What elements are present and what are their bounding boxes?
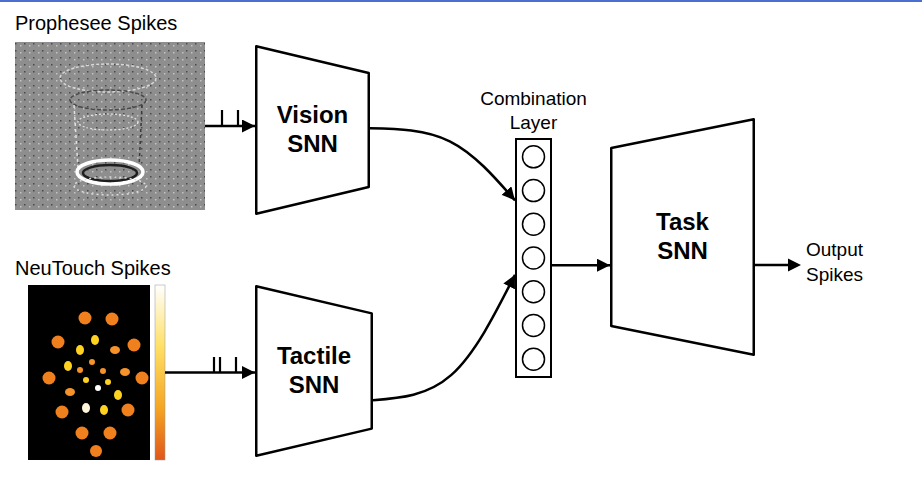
top-rule [0, 0, 922, 2]
spike-symbol [214, 110, 238, 373]
taxel-dot [136, 372, 149, 385]
text-center: Tactile SNN [255, 285, 373, 457]
taxel-dot [100, 405, 108, 415]
taxel-dot [90, 445, 102, 457]
taxel-dot [128, 339, 141, 352]
taxel-dot [83, 377, 89, 383]
spike-tick [237, 110, 239, 126]
encoder-trapezoid: Vision SNN [255, 45, 370, 215]
event-edge [74, 105, 78, 168]
taxel-dot [100, 368, 106, 374]
colorbar [155, 285, 165, 460]
event-image [15, 42, 205, 210]
neuron-circle [523, 314, 545, 336]
taxel-dot [89, 359, 95, 365]
event-edge [74, 177, 146, 195]
spike-tick [213, 357, 215, 373]
heading-label: Prophesee Spikes [15, 10, 177, 36]
taxel-dot [105, 379, 111, 385]
output-arrowhead [788, 259, 801, 272]
taxel-dot [56, 406, 69, 419]
event-edge [77, 160, 143, 184]
connector-arrow [205, 125, 255, 128]
taxel-dot [64, 361, 72, 371]
taxel-dot [76, 345, 84, 355]
taxel-dot [122, 404, 135, 417]
tactile-background [28, 285, 150, 460]
encoder-trapezoid: Tactile SNN [255, 285, 373, 457]
neuron-circle [523, 247, 545, 269]
block-label: Task SNN [656, 208, 709, 266]
event-edge [78, 114, 138, 130]
text-center: Task SNN [610, 118, 755, 356]
taxel-dot [95, 385, 101, 391]
text-center: Vision SNN [255, 45, 370, 215]
taxel-dot [104, 427, 117, 440]
taxel-dot [82, 403, 90, 413]
event-background [15, 42, 205, 210]
connector-arrow [373, 275, 515, 400]
taxel-dot [114, 390, 122, 400]
taxel-dot [77, 367, 83, 373]
neuron-circle [523, 146, 545, 168]
neuron-circle [523, 213, 545, 235]
taxel-dot [91, 335, 99, 345]
connector-arrow [552, 264, 610, 267]
output-label: Output Spikes [806, 238, 863, 287]
connector-arrow [165, 371, 255, 374]
connector-arrow [370, 128, 515, 200]
taxel-dot [76, 427, 89, 440]
event-edge [60, 64, 156, 92]
heading-holder: NeuTouch Spikes [15, 255, 171, 281]
spike-tick [219, 357, 221, 373]
taxel-dot [120, 368, 130, 376]
taxel-dot [52, 336, 65, 349]
trapezoid-shape [611, 119, 754, 355]
neuron-circle [523, 348, 545, 370]
event-image-frame: Prophesee Spikes [15, 42, 205, 210]
trapezoid-shape [256, 286, 372, 456]
block-label: Vision SNN [277, 101, 349, 159]
neuron-circle [523, 180, 545, 202]
taxel-dot [110, 346, 120, 354]
tactile-image [28, 285, 165, 460]
heading-label: NeuTouch Spikes [15, 255, 171, 281]
taxel-dot [43, 372, 56, 385]
taxel-dot [106, 313, 119, 326]
output-arrow [755, 264, 790, 267]
task-trapezoid: Task SNN [610, 118, 755, 356]
taxel-dot [79, 312, 92, 325]
heading-holder: Prophesee Spikes [15, 10, 177, 36]
neuron-circle [523, 281, 545, 303]
taxel-dot [65, 388, 75, 396]
combination-layer: Combination Layer [515, 138, 552, 378]
event-edge [139, 105, 142, 168]
block-label: Tactile SNN [277, 342, 351, 400]
tactile-image-frame: NeuTouch Spikes [28, 285, 165, 460]
label-holder: Output Spikes [806, 238, 863, 287]
spike-tick [235, 357, 237, 373]
heading-label: Combination Layer [480, 87, 587, 136]
neuron-column [517, 140, 550, 376]
heading-holder: Combination Layer [480, 87, 587, 136]
event-edge [70, 90, 146, 110]
trapezoid-shape [256, 46, 369, 214]
spike-tick [221, 110, 223, 126]
event-noise [15, 42, 205, 210]
